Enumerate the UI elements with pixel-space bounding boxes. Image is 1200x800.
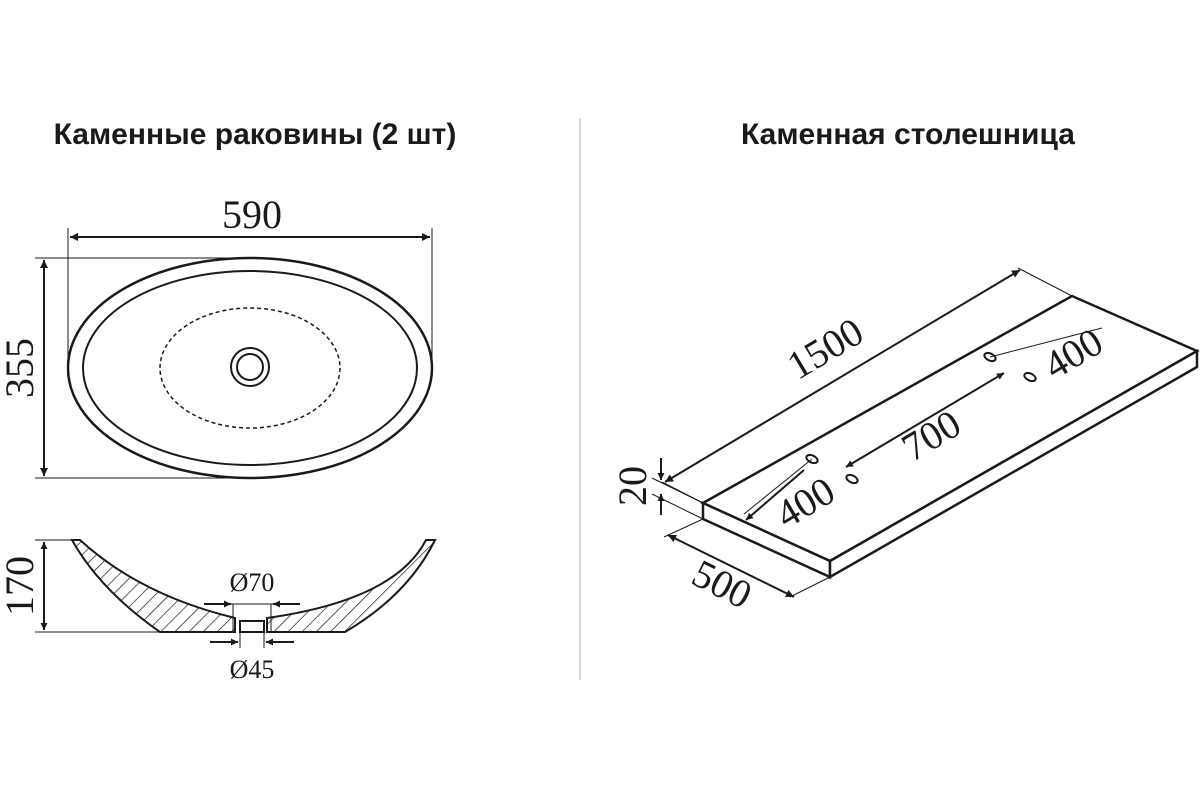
- drain-inner-ring: [236, 353, 264, 381]
- faucet-hole-right-2: [1023, 371, 1037, 383]
- sink-section-view: [35, 539, 437, 648]
- countertop-width-label: 500: [685, 550, 759, 617]
- countertop-thickness-label: 20: [610, 466, 655, 506]
- sink-height-label: 170: [0, 556, 42, 616]
- countertop-title: Каменная столешница: [741, 118, 1075, 151]
- sinks-title: Каменные раковины (2 шт): [54, 118, 457, 151]
- left-offset-dimension-line: [745, 469, 805, 521]
- drain-outer-ring: [230, 347, 270, 387]
- countertop-length-dimension-line: [664, 269, 1021, 483]
- sink-top-view: [35, 228, 434, 480]
- countertop-length-label: 1500: [779, 309, 871, 389]
- countertop-width-dimension-line: [667, 534, 795, 598]
- drain-diameter-label: Ø45: [230, 655, 275, 684]
- sink-depth-label: 355: [0, 338, 42, 398]
- outer-diameter-label: Ø70: [230, 568, 275, 597]
- sink-width-label: 590: [222, 192, 282, 237]
- hole-spacing-dimension-line: [845, 372, 1005, 468]
